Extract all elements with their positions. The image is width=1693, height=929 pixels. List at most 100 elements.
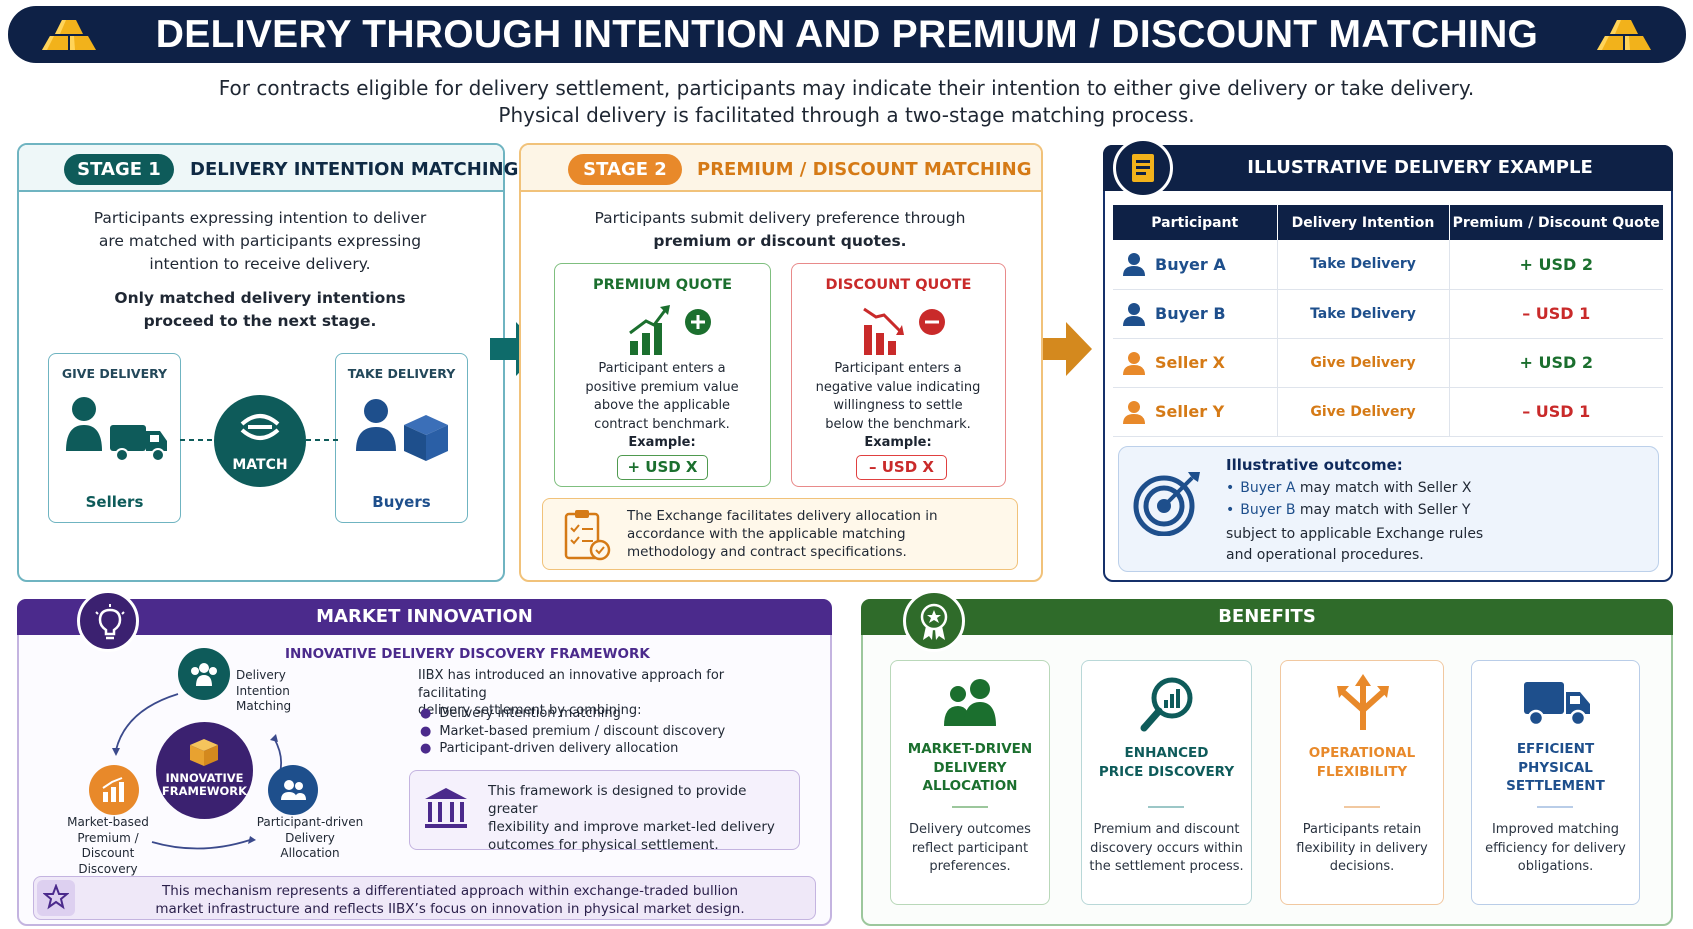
table-row: Seller X Give Delivery + USD 2 <box>1113 338 1663 388</box>
text-line: preferences. <box>929 859 1011 874</box>
text-line: Participants retain <box>1302 822 1422 837</box>
table-row: Seller Y Give Delivery – USD 1 <box>1113 387 1663 437</box>
match-label: MATCH <box>232 457 288 473</box>
quote-cell: – USD 1 <box>1449 289 1663 339</box>
stage1-title: DELIVERY INTENTION MATCHING <box>190 159 519 180</box>
cycle-node-allocation <box>268 765 318 815</box>
benefit-description: Delivery outcomes reflect participant pr… <box>890 821 1050 877</box>
stage1-description: Participants expressing intention to del… <box>60 207 460 276</box>
magnifier-chart-icon <box>1140 677 1193 732</box>
cycle-center <box>156 722 253 819</box>
example-label: Example: <box>864 435 932 450</box>
gold-bars-icon <box>1597 20 1651 50</box>
benefits-title: BENEFITS <box>1218 606 1316 627</box>
document-icon <box>1132 154 1154 182</box>
premium-quote-title: PREMIUM QUOTE <box>593 277 732 293</box>
framework-description: IIBX has introduced an innovative approa… <box>418 667 778 720</box>
benefit-card <box>890 660 1050 905</box>
participant-cell: Seller Y <box>1113 387 1278 437</box>
example-title: ILLUSTRATIVE DELIVERY EXAMPLE <box>1247 157 1593 178</box>
stage1-note: Only matched delivery intentions proceed… <box>60 287 460 333</box>
text-line: decisions. <box>1329 859 1395 874</box>
chart-down-icon <box>863 307 945 355</box>
list-item: ●Delivery intention matching <box>420 706 621 721</box>
text-line: Premium and discount <box>1093 822 1240 837</box>
text-line: outcomes for physical settlement. <box>488 837 719 853</box>
list-item: ●Participant-driven delivery allocation <box>420 741 679 756</box>
table-row: Buyer B Take Delivery – USD 1 <box>1113 289 1663 339</box>
intention-cell: Give Delivery <box>1277 338 1450 388</box>
outcome-item: •Buyer B may match with Seller Y <box>1226 502 1471 518</box>
example-label: Example: <box>628 435 696 450</box>
award-icon <box>920 603 948 640</box>
quote-cell: – USD 1 <box>1449 387 1663 437</box>
example-header <box>1103 145 1673 191</box>
text-line: delivery settlement by combining: <box>418 703 642 718</box>
text-line: proceed to the next stage. <box>143 312 377 330</box>
gold-bars-icon <box>42 20 96 50</box>
participant-cell: Buyer B <box>1113 289 1278 339</box>
text-line: ENHANCED <box>1124 745 1209 761</box>
intention-cell: Take Delivery <box>1277 289 1450 339</box>
premium-quote-description: Participant enters a positive premium va… <box>562 360 762 434</box>
outcome-item: •Buyer A may match with Seller X <box>1226 480 1472 496</box>
premium-example-chip: + USD X <box>617 455 708 480</box>
cycle-label-allocation: Participant-driven Delivery Allocation <box>255 815 365 862</box>
take-delivery-label: TAKE DELIVERY <box>347 366 456 381</box>
innovation-footer-text: This mechanism represents a differentiat… <box>100 882 800 918</box>
stage2-note <box>542 498 1018 570</box>
text-line: Discount <box>81 846 135 860</box>
text-line: Allocation <box>280 846 340 860</box>
text-line: below the benchmark. <box>825 416 971 432</box>
text-line: intention to receive delivery. <box>149 255 371 273</box>
discount-example-chip: – USD X <box>856 455 947 480</box>
group-icon <box>191 663 217 686</box>
text-line: efficiency for delivery <box>1485 840 1626 856</box>
participant-name: Buyer A <box>1155 254 1226 274</box>
intention-cell: Take Delivery <box>1277 240 1450 290</box>
table-header: Participant <box>1113 205 1278 240</box>
text-line: FRAMEWORK <box>161 784 248 798</box>
text-line: are matched with participants expressing <box>98 232 422 250</box>
truck-icon <box>1524 682 1590 726</box>
intro-text: Physical delivery is facilitated through… <box>498 103 1195 127</box>
divider <box>1148 806 1184 808</box>
text-line: FLEXIBILITY <box>1316 763 1408 780</box>
outcome-match: may match with Seller X <box>1295 480 1472 496</box>
benefit-title: ENHANCED PRICE DISCOVERY <box>1081 744 1252 781</box>
text-line: methodology and contract specifications. <box>627 544 907 560</box>
chart-up-icon <box>629 305 711 355</box>
page-title: DELIVERY THROUGH INTENTION AND PREMIUM /… <box>155 13 1539 56</box>
text-line: Premium / <box>77 830 139 845</box>
text-line: contract benchmark. <box>594 416 730 432</box>
participant-name: Seller Y <box>1155 402 1225 421</box>
text-line: This framework is designed to provide gr… <box>488 783 747 817</box>
cycle-label-premium: Market-based Premium / Discount Discover… <box>58 815 158 877</box>
text-line: reflect participant <box>911 840 1029 856</box>
participant-cell: Seller X <box>1113 338 1278 388</box>
premium-quote-card <box>554 263 771 487</box>
text-line: Improved matching <box>1491 822 1620 837</box>
clipboard-check-icon <box>564 510 611 561</box>
framework-note-text: This framework is designed to provide gr… <box>488 782 798 854</box>
lightbulb-icon-badge <box>77 590 139 652</box>
text-line: Delivery <box>285 830 335 845</box>
discount-quote-card <box>791 263 1006 487</box>
intro-text: For contracts eligible for delivery sett… <box>218 76 1475 100</box>
stage2-title: PREMIUM / DISCOUNT MATCHING <box>697 159 1032 180</box>
text-line: the settlement process. <box>1089 859 1244 874</box>
institution-icon <box>425 788 467 828</box>
text-line: Delivery outcomes <box>909 822 1031 837</box>
stage1-pill: STAGE 1 <box>64 154 174 185</box>
text-line: IIBX has introduced an innovative approa… <box>418 668 725 701</box>
text-line: positive premium value <box>585 379 739 395</box>
buyers-label: Buyers <box>372 493 431 511</box>
discount-quote-title: DISCOUNT QUOTE <box>825 277 972 293</box>
sellers-label: Sellers <box>85 493 144 511</box>
divider <box>952 806 988 808</box>
outcome-box <box>1118 446 1659 572</box>
divider <box>1537 806 1573 808</box>
cycle-center-label: INNOVATIVE FRAMEWORK <box>156 772 253 798</box>
person-icon <box>1123 253 1145 277</box>
benefit-description: Participants retain flexibility in deliv… <box>1280 821 1444 877</box>
